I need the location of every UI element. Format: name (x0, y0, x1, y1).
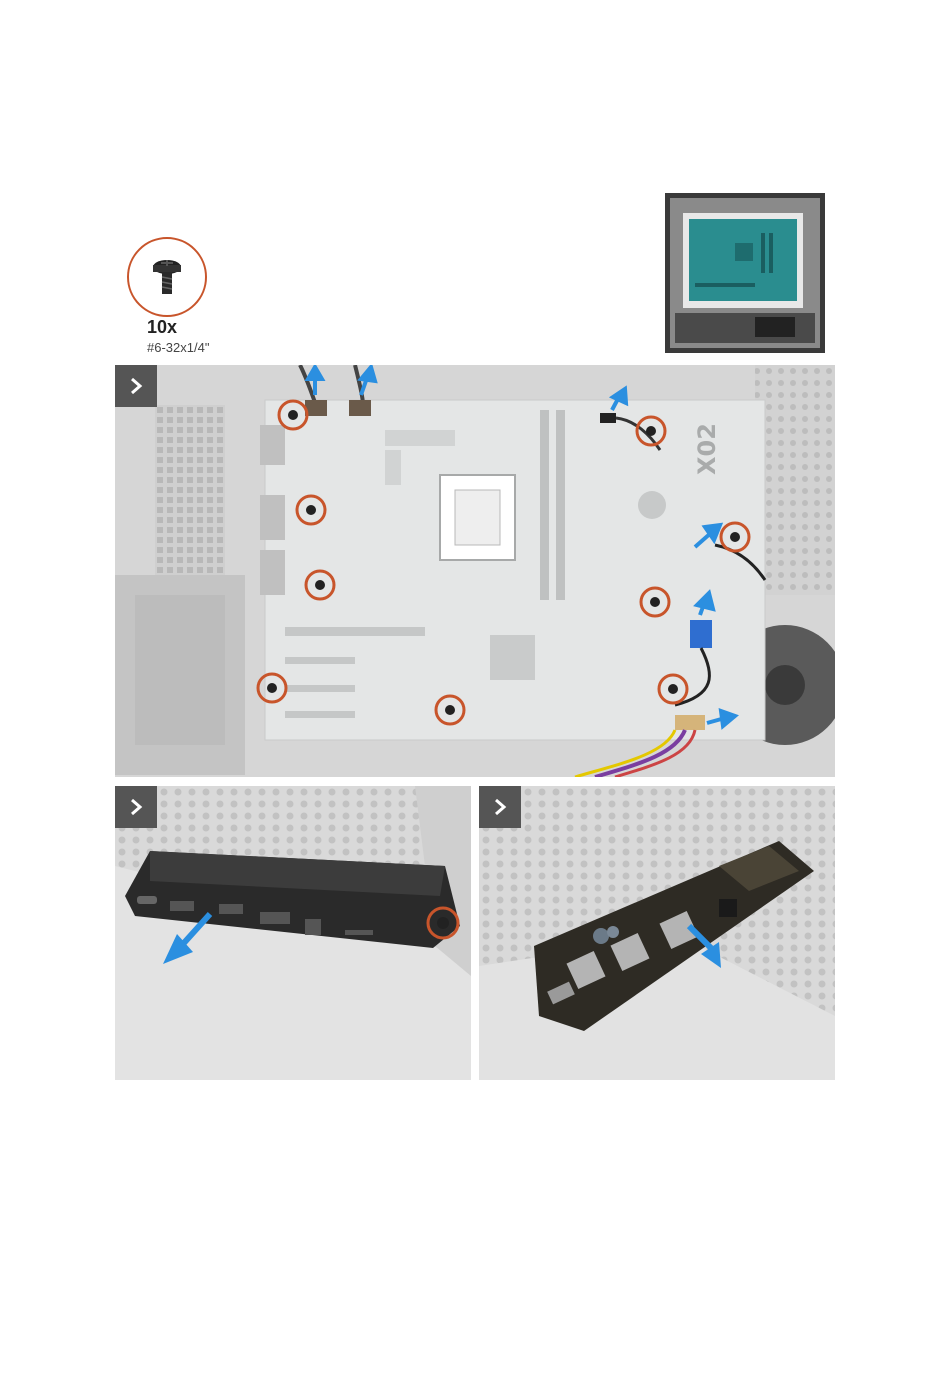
svg-text:X02: X02 (693, 423, 721, 475)
chevron-right-icon (126, 376, 146, 396)
step-badge (479, 786, 521, 828)
screw-icon (129, 239, 205, 315)
system-thumbnail (665, 193, 825, 353)
screw-count: 10x (147, 317, 177, 338)
io-board-panel (479, 786, 835, 1080)
step-badge (115, 786, 157, 828)
chevron-right-icon (126, 797, 146, 817)
screw-spec: #6-32x1/4" (147, 340, 209, 355)
chevron-right-icon (490, 797, 510, 817)
motherboard-panel: X02 (115, 365, 835, 777)
screw-callout-circle (127, 237, 207, 317)
step-badge (115, 365, 157, 407)
io-bracket-panel (115, 786, 471, 1080)
